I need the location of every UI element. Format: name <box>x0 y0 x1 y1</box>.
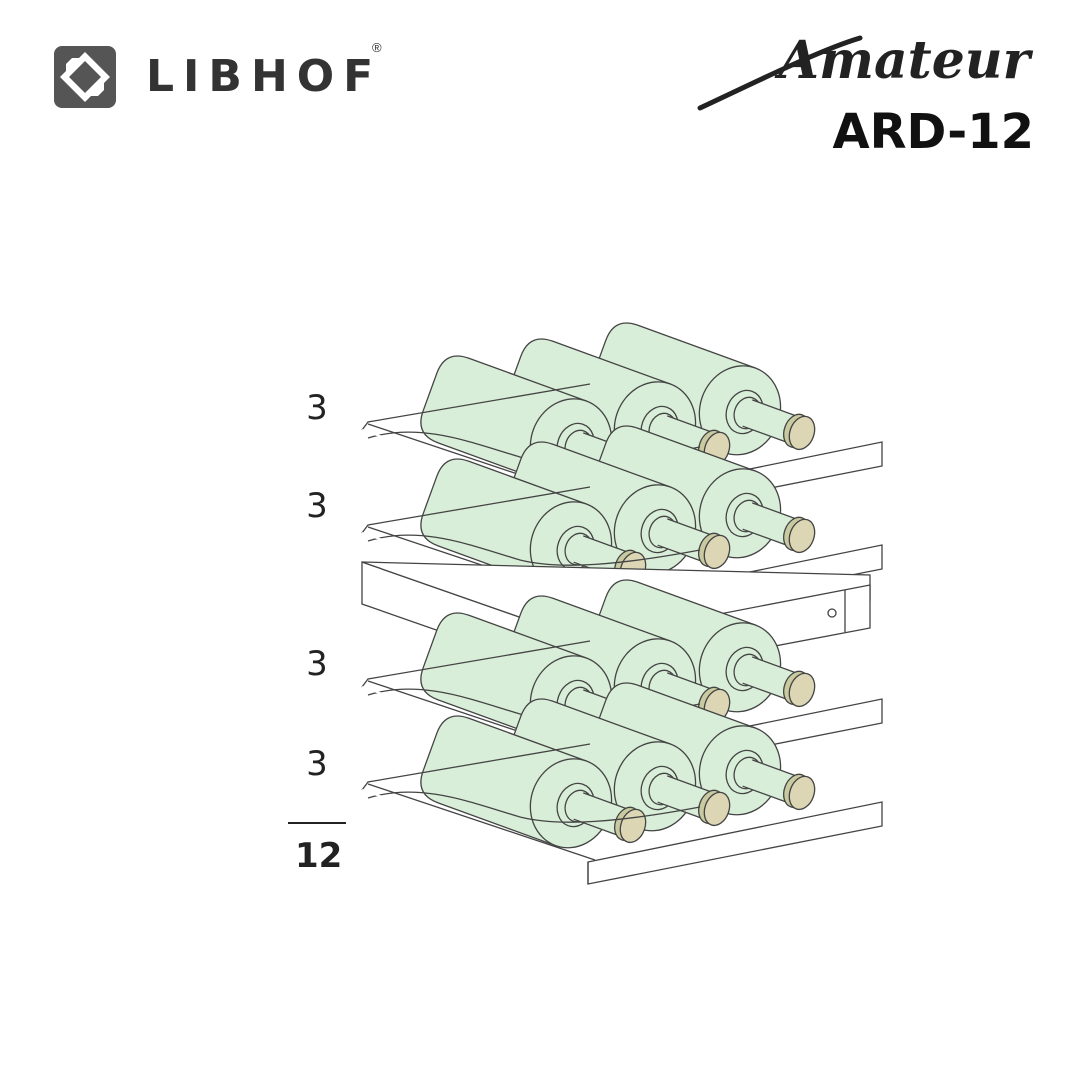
sum-divider <box>288 822 346 824</box>
shelf-count-1: 3 <box>306 388 328 428</box>
shelf-4 <box>361 743 883 885</box>
brand-logo: LIBHOF <box>52 44 382 110</box>
total-count: 12 <box>295 836 343 876</box>
registered-mark: ® <box>372 40 382 55</box>
cork-icon <box>619 808 647 844</box>
shelf-count-2: 3 <box>306 486 328 526</box>
cork-icon <box>788 518 816 554</box>
cork-icon <box>788 415 816 451</box>
cork-icon <box>788 672 816 708</box>
bottle-row4-1 <box>420 715 647 849</box>
libhof-logo-icon <box>54 46 116 108</box>
cork-icon <box>703 534 731 570</box>
button-icon <box>827 608 837 618</box>
cork-icon <box>788 775 816 811</box>
brand-name: LIBHOF <box>146 51 383 102</box>
model-name: ARD-12 <box>832 104 1034 160</box>
shelf-count-4: 3 <box>306 744 328 784</box>
series-name: Amateur <box>778 30 1030 91</box>
cork-icon <box>703 791 731 827</box>
shelf-count-3: 3 <box>306 644 328 684</box>
